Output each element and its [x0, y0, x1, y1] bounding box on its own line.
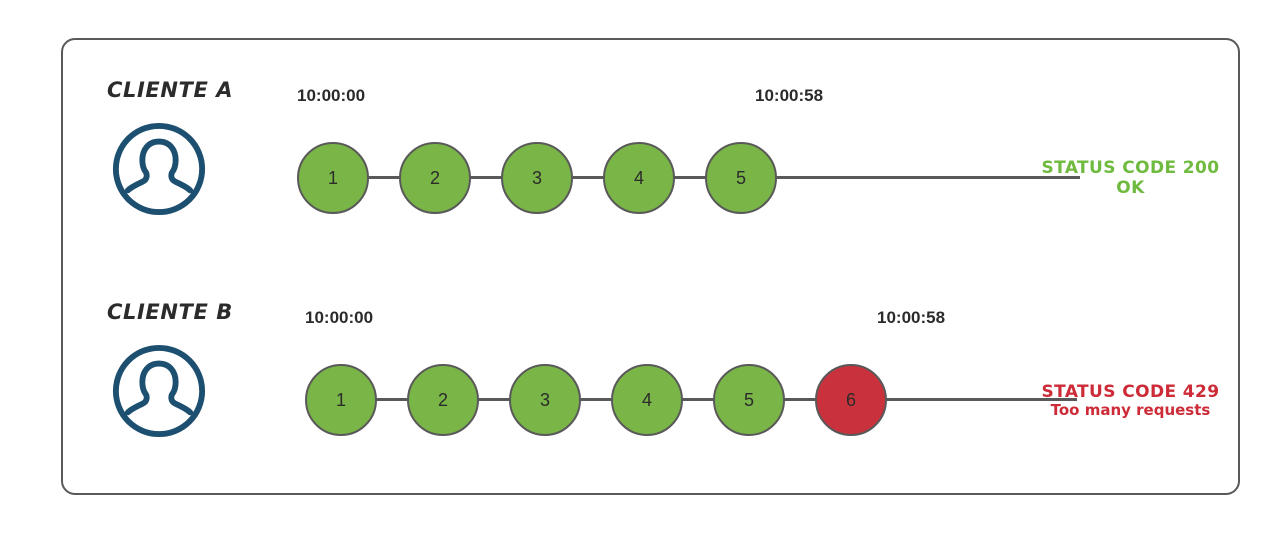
- status-message-line: Too many requests: [1050, 401, 1211, 420]
- request-node[interactable]: 1: [297, 142, 369, 214]
- request-node[interactable]: 2: [399, 142, 471, 214]
- connector: [571, 176, 607, 179]
- connector: [579, 398, 615, 401]
- request-node[interactable]: 3: [501, 142, 573, 214]
- client-a-end-time: 10:00:58: [755, 86, 824, 105]
- request-node[interactable]: 2: [407, 364, 479, 436]
- client-b-end-time: 10:00:58: [877, 308, 946, 327]
- request-node[interactable]: 5: [713, 364, 785, 436]
- status-message-line: OK: [1116, 178, 1145, 199]
- client-a-status: STATUS CODE 200 OK: [1023, 158, 1238, 198]
- connector: [477, 398, 513, 401]
- client-row-a: CLIENTE A 10:00:00 10:00:58 1 2 3: [63, 40, 1238, 260]
- connector: [469, 176, 505, 179]
- request-node[interactable]: 3: [509, 364, 581, 436]
- connector: [673, 176, 709, 179]
- connector-to-status: [775, 176, 1080, 179]
- connector: [783, 398, 819, 401]
- connector: [367, 176, 403, 179]
- client-row-b: CLIENTE B 10:00:00 10:00:58 1 2 3: [63, 262, 1238, 482]
- request-node[interactable]: 1: [305, 364, 377, 436]
- client-a-start-time: 10:00:00: [297, 86, 366, 105]
- user-circle-icon: [110, 342, 208, 440]
- request-node-blocked[interactable]: 6: [815, 364, 887, 436]
- client-a-label: CLIENTE A: [107, 78, 234, 102]
- connector: [375, 398, 411, 401]
- status-code-line: STATUS CODE 429: [1041, 382, 1220, 402]
- request-node[interactable]: 4: [603, 142, 675, 214]
- connector-to-status: [885, 398, 1077, 401]
- status-code-line: STATUS CODE 200: [1041, 158, 1220, 178]
- client-b-label: CLIENTE B: [107, 300, 233, 324]
- client-b-status: STATUS CODE 429 Too many requests: [1023, 382, 1238, 420]
- request-node[interactable]: 4: [611, 364, 683, 436]
- user-circle-icon: [110, 120, 208, 218]
- request-node[interactable]: 5: [705, 142, 777, 214]
- client-b-start-time: 10:00:00: [305, 308, 374, 327]
- connector: [681, 398, 717, 401]
- diagram-frame: CLIENTE A 10:00:00 10:00:58 1 2 3: [61, 38, 1240, 495]
